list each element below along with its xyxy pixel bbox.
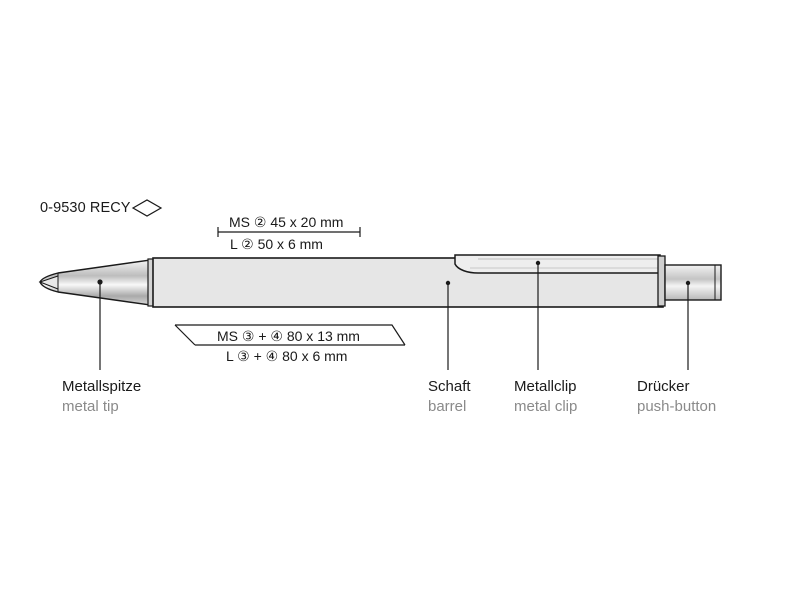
barrel-label-en: barrel [428, 398, 467, 415]
tip-label-de: Metallspitze [62, 378, 142, 395]
barrel-print-ms: MS ③ + ④ 80 x 13 mm [217, 328, 360, 344]
pen-push-button [664, 264, 722, 301]
barrel-print-bracket [174, 324, 406, 346]
leader-clip [535, 260, 541, 370]
pen-tip [38, 258, 155, 307]
clip-print-ms: MS ② 45 x 20 mm [229, 214, 344, 230]
button-label-en: push-button [637, 398, 717, 415]
rhombus-outline-icon [131, 199, 163, 217]
product-code: 0-9530 RECY [40, 200, 131, 216]
tip-label-en: metal tip [62, 398, 119, 415]
clip-label-en: metal clip [514, 398, 578, 415]
leader-tip [97, 279, 103, 370]
leader-button [685, 280, 691, 370]
clip-print-bracket [217, 227, 361, 237]
barrel-label-de: Schaft [428, 378, 471, 395]
button-label-de: Drücker [637, 378, 690, 395]
barrel-print-l: L ③ + ④ 80 x 6 mm [226, 348, 348, 364]
leader-barrel [445, 280, 451, 370]
clip-label-de: Metallclip [514, 378, 577, 395]
clip-print-l: L ② 50 x 6 mm [230, 236, 323, 252]
